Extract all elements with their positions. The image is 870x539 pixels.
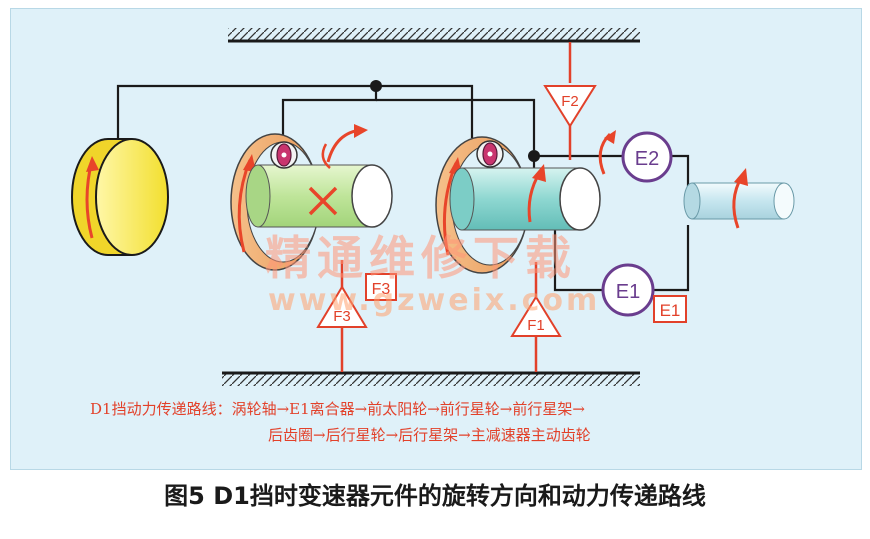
svg-text:F1: F1 — [527, 317, 545, 334]
held-x-icon — [308, 186, 338, 216]
brake-f1: F1 — [510, 295, 562, 337]
route-line-2: 后齿圈→后行星轮→后行星架→主减速器主动齿轮 — [268, 426, 591, 444]
figure-caption: 图5 D1挡时变速器元件的旋转方向和动力传递路线 — [164, 482, 706, 510]
brake-f2: F2 — [543, 85, 597, 128]
output-shaft — [683, 168, 795, 229]
svg-text:F2: F2 — [561, 93, 579, 110]
svg-text:E2: E2 — [635, 148, 659, 170]
rear-planetary-set — [230, 124, 393, 271]
svg-text:F3: F3 — [372, 281, 391, 298]
clutch-e2: E2 — [598, 130, 673, 183]
clutch-e1: E1 E1 — [601, 263, 687, 323]
junction-dot — [528, 150, 540, 162]
svg-text:E1: E1 — [616, 281, 640, 303]
front-planetary-set — [435, 136, 601, 274]
watermark-url: www.gzweix.com — [268, 283, 601, 318]
junction-dot — [370, 80, 382, 92]
watermark-chinese: 精通维修下载 — [265, 231, 577, 285]
turbine-disc — [71, 138, 169, 256]
svg-text:E1: E1 — [660, 301, 681, 320]
housing-top — [228, 28, 640, 43]
brake-f3: F3 F3 — [316, 273, 397, 328]
route-line-1: D1挡动力传递路线：涡轮轴→E1离合器→前太阳轮→前行星轮→前行星架→ — [90, 400, 585, 418]
housing-bottom — [222, 371, 640, 386]
svg-text:F3: F3 — [333, 308, 351, 325]
brake-lines — [340, 42, 572, 372]
power-route: D1挡动力传递路线：涡轮轴→E1离合器→前太阳轮→前行星轮→前行星架→ 后齿圈→… — [90, 396, 790, 448]
